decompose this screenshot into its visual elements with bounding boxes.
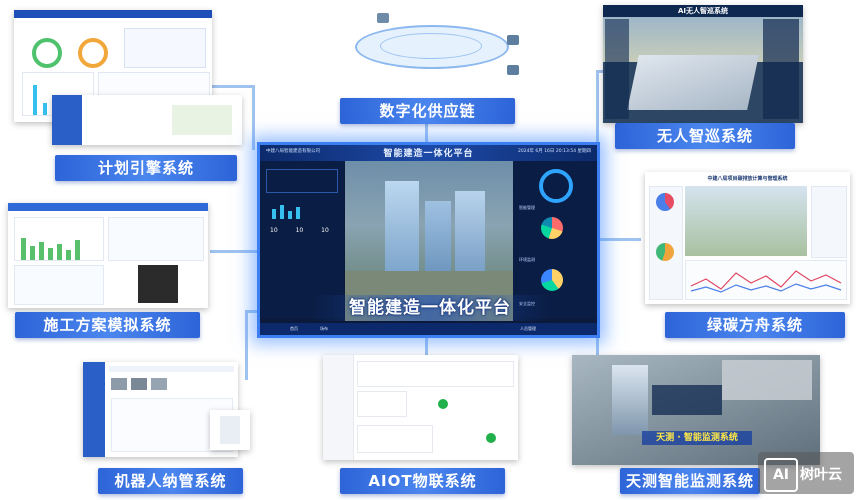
robot-screenshot-back	[210, 410, 250, 450]
carbon-title: 中建八局项目碳排放计算与管理系统	[707, 176, 788, 182]
aiot-screenshot	[323, 355, 518, 460]
connector-bottom-left	[245, 310, 248, 380]
patrol-title: AI无人智巡系统	[677, 7, 729, 15]
bottom-tab-home[interactable]: 首页	[290, 326, 298, 331]
label-robot: 机器人纳管系统	[98, 468, 243, 494]
plan-engine-screenshot-back	[52, 95, 242, 145]
label-carbon: 绿碳方舟系统	[665, 312, 845, 338]
label-monitor: 天测智能监测系统	[620, 468, 760, 494]
center-right-panel: 智能管理 环境监测 安全监控	[513, 161, 597, 319]
right-panel-label-2: 环境监测	[519, 257, 535, 262]
connector-bottom-mid	[425, 334, 428, 356]
label-plan-engine: 计划引擎系统	[55, 155, 237, 181]
connector-left-top	[195, 85, 255, 88]
connector-right-mid	[596, 238, 641, 241]
center-platform: 中建八局智能建造有限公司 智能建造一体化平台 2024年 6月 16日 20:1…	[257, 142, 600, 338]
bottom-tab-layout[interactable]: 场布	[320, 326, 328, 331]
center-company: 中建八局智能建造有限公司	[266, 149, 320, 154]
connector-supply	[425, 118, 428, 143]
connector-left-mid	[210, 250, 258, 253]
connector-right-top	[596, 70, 599, 155]
monitor-banner: 天测 · 智能监测系统	[642, 431, 752, 445]
connector-right-top-h	[596, 70, 604, 73]
watermark-logo: AI 树叶云	[758, 452, 854, 494]
carbon-screenshot: 中建八局项目碳排放计算与管理系统	[645, 172, 850, 304]
bottom-tab-personnel[interactable]: 人员管理	[520, 326, 536, 331]
center-datetime: 2024年 6月 16日 20:13:54 星期四	[518, 149, 591, 154]
patrol-screenshot: AI无人智巡系统	[603, 5, 803, 123]
center-header	[260, 145, 597, 161]
watermark-mark: AI	[764, 458, 798, 492]
stat-2: 10	[295, 227, 304, 234]
center-banner: 智能建造一体化平台	[310, 295, 550, 321]
supply-chain-diagram	[335, 5, 525, 93]
monitor-screenshot: 天测 · 智能监测系统	[572, 355, 820, 465]
connector-left-vertical-top	[252, 85, 255, 150]
stat-1: 10	[270, 227, 278, 234]
center-title: 智能建造一体化平台	[383, 149, 474, 159]
label-patrol: 无人智巡系统	[615, 123, 795, 149]
label-construction-sim: 施工方案模拟系统	[15, 312, 200, 338]
label-aiot: AIOT物联系统	[340, 468, 505, 494]
center-left-panel: 10 10 10	[260, 161, 344, 319]
carbon-line-chart	[690, 270, 842, 293]
stat-3: 10	[321, 227, 329, 234]
construction-sim-screenshot	[8, 203, 208, 308]
label-supply-chain: 数字化供应链	[340, 98, 515, 124]
watermark-text: 树叶云	[800, 467, 842, 483]
connector-bottom-left-h	[245, 310, 259, 313]
right-panel-label-1: 智能管理	[519, 205, 535, 210]
center-bottom-bar: 首页 场布 人员管理	[260, 323, 597, 335]
